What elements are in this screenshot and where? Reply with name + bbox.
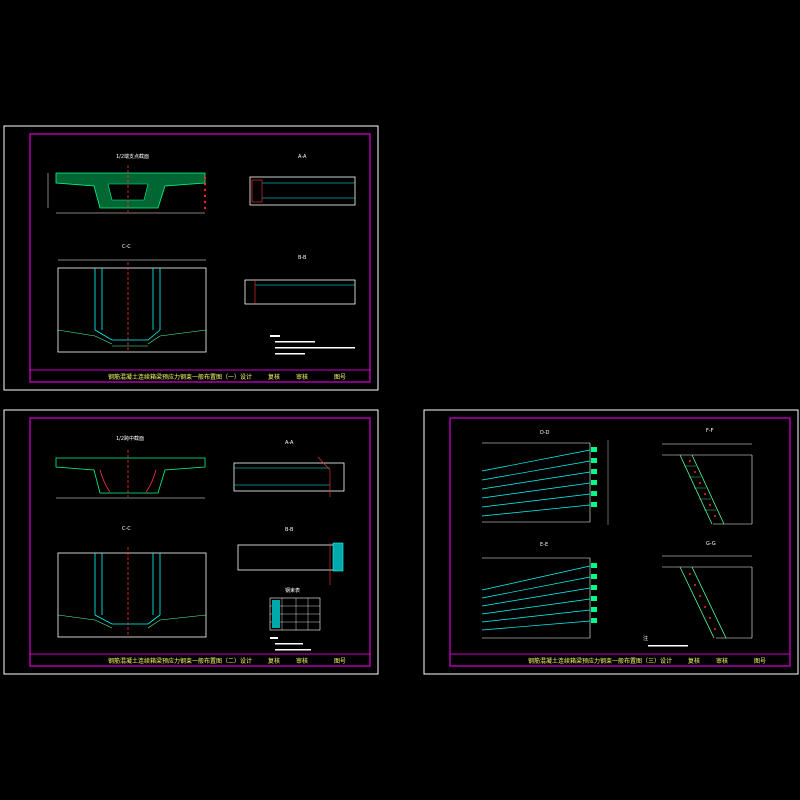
sheet-1-section-b: B-B xyxy=(244,255,356,305)
tendon-profiles xyxy=(481,449,591,517)
web-ties xyxy=(684,465,716,511)
section-a-rebar xyxy=(262,182,355,199)
sheet-3-detail-bottom: G-G xyxy=(662,541,753,639)
inclined-web xyxy=(679,454,725,525)
sheet-3-border xyxy=(423,409,799,675)
plan-outline xyxy=(57,267,207,353)
anchor-markers xyxy=(203,176,207,210)
anchor-block xyxy=(251,179,263,203)
sheet-2-section-b-title: B-B xyxy=(285,527,294,533)
sheet-1-cell-design: 设计 xyxy=(240,373,252,381)
section-a-outline xyxy=(249,176,356,206)
sheet-1-section-c-title: C-C xyxy=(122,244,131,250)
sheet-2-tendon-table: 钢束表 xyxy=(269,587,321,631)
sheet-2-section-b: B-B xyxy=(237,527,344,585)
strands xyxy=(57,614,207,629)
web-strands xyxy=(99,469,157,493)
anchor-blocks xyxy=(591,563,597,623)
sheet-3-drawing-title: 钢筋混凝土连续箱梁预应力钢束一般布置图（三） xyxy=(528,657,660,665)
duct-markers xyxy=(689,460,716,517)
strands xyxy=(57,329,207,347)
sheet-3-elevation-top-title: D-D xyxy=(540,430,550,436)
sheet-3-detail-top: F-F xyxy=(662,428,753,525)
sheet-3-detail-top-title: F-F xyxy=(706,428,714,434)
sheet-2-section-c-title: C-C xyxy=(122,526,131,532)
sheet-2: 1/2跨中截面 C-C A-A xyxy=(3,409,379,675)
sheet-2-section-a: A-A xyxy=(233,440,345,497)
tendon-profiles xyxy=(481,565,591,631)
sheet-3-notes: 注 xyxy=(643,635,688,647)
plan-outline xyxy=(57,552,207,638)
sheet-1-title-block: 钢筋混凝土连续箱梁预应力钢束一般布置图（一） 设计 复核 审核 图号 xyxy=(29,369,371,383)
sheet-2-title-block: 钢筋混凝土连续箱梁预应力钢束一般布置图（二） 设计 复核 审核 图号 xyxy=(29,653,371,667)
sheet-3-cell-number: 图号 xyxy=(754,658,766,665)
sheet-1-section-a-title: A-A xyxy=(298,154,307,160)
sheet-3-cell-check: 复核 xyxy=(688,657,700,665)
sheet-3-elevation-top: D-D xyxy=(481,430,609,525)
sheet-3-note-label: 注 xyxy=(643,635,648,642)
inclined-web xyxy=(679,566,727,639)
sheet-2-notes xyxy=(270,637,311,651)
duct-markers xyxy=(689,573,716,630)
sheet-3-detail-bottom-title: G-G xyxy=(706,541,716,547)
sheet-1-plan-view: C-C xyxy=(57,244,207,353)
sheet-2-inner-frame xyxy=(29,417,371,667)
sheet-1-cross-section: 1/2端支点截面 xyxy=(47,153,207,214)
anchor-detail xyxy=(317,456,331,497)
section-a-rebar xyxy=(234,467,330,486)
girder-outline xyxy=(55,457,206,494)
anchor-zone xyxy=(332,542,344,572)
sheet-1-section-a: A-A xyxy=(249,154,356,206)
sheet-2-plan-view: C-C xyxy=(57,526,207,638)
sheet-2-table-title: 钢束表 xyxy=(285,587,300,594)
sheet-1-notes xyxy=(270,335,355,355)
sheet-2-cell-number: 图号 xyxy=(334,658,346,665)
section-a-outline xyxy=(233,462,345,492)
sheet-3: D-D E-E xyxy=(423,409,799,675)
sheet-2-cell-design: 设计 xyxy=(240,657,252,665)
sheet-3-elevation-bottom: E-E xyxy=(481,542,597,639)
sheet-1-inner-frame xyxy=(29,133,371,383)
sheet-1: 1/2端支点截面 C-C xyxy=(3,125,379,391)
sheet-3-cell-review: 审核 xyxy=(716,657,728,665)
anchor-blocks xyxy=(591,447,597,507)
sheet-1-border xyxy=(3,125,379,391)
sheet-2-border xyxy=(3,409,379,675)
sheet-2-drawing-title: 钢筋混凝土连续箱梁预应力钢束一般布置图（二） xyxy=(108,657,240,665)
sheet-3-title-block: 钢筋混凝土连续箱梁预应力钢束一般布置图（三） 设计 复核 审核 图号 xyxy=(449,653,791,667)
sheet-2-cell-review: 审核 xyxy=(296,657,308,665)
sheet-1-cross-section-title: 1/2端支点截面 xyxy=(116,153,149,160)
section-b-outline xyxy=(237,544,339,571)
sheet-3-elevation-bottom-title: E-E xyxy=(540,542,548,548)
section-b-outline xyxy=(244,279,356,305)
sheet-1-cell-number: 图号 xyxy=(334,374,346,381)
sheet-1-drawing-title: 钢筋混凝土连续箱梁预应力钢束一般布置图（一） xyxy=(108,373,240,381)
sheet-3-cell-design: 设计 xyxy=(660,657,672,665)
web-rebar xyxy=(94,268,161,341)
sheet-1-section-b-title: B-B xyxy=(298,255,307,261)
web-rebar xyxy=(94,553,161,625)
sheet-2-section-a-title: A-A xyxy=(285,440,294,446)
sheet-2-cell-check: 复核 xyxy=(268,657,280,665)
sheet-2-cross-section: 1/2跨中截面 xyxy=(55,435,206,499)
sheet-2-cross-section-title: 1/2跨中截面 xyxy=(116,435,144,442)
table-highlight xyxy=(272,600,280,628)
sheet-1-cell-review: 审核 xyxy=(296,373,308,381)
sheet-1-cell-check: 复核 xyxy=(268,373,280,381)
